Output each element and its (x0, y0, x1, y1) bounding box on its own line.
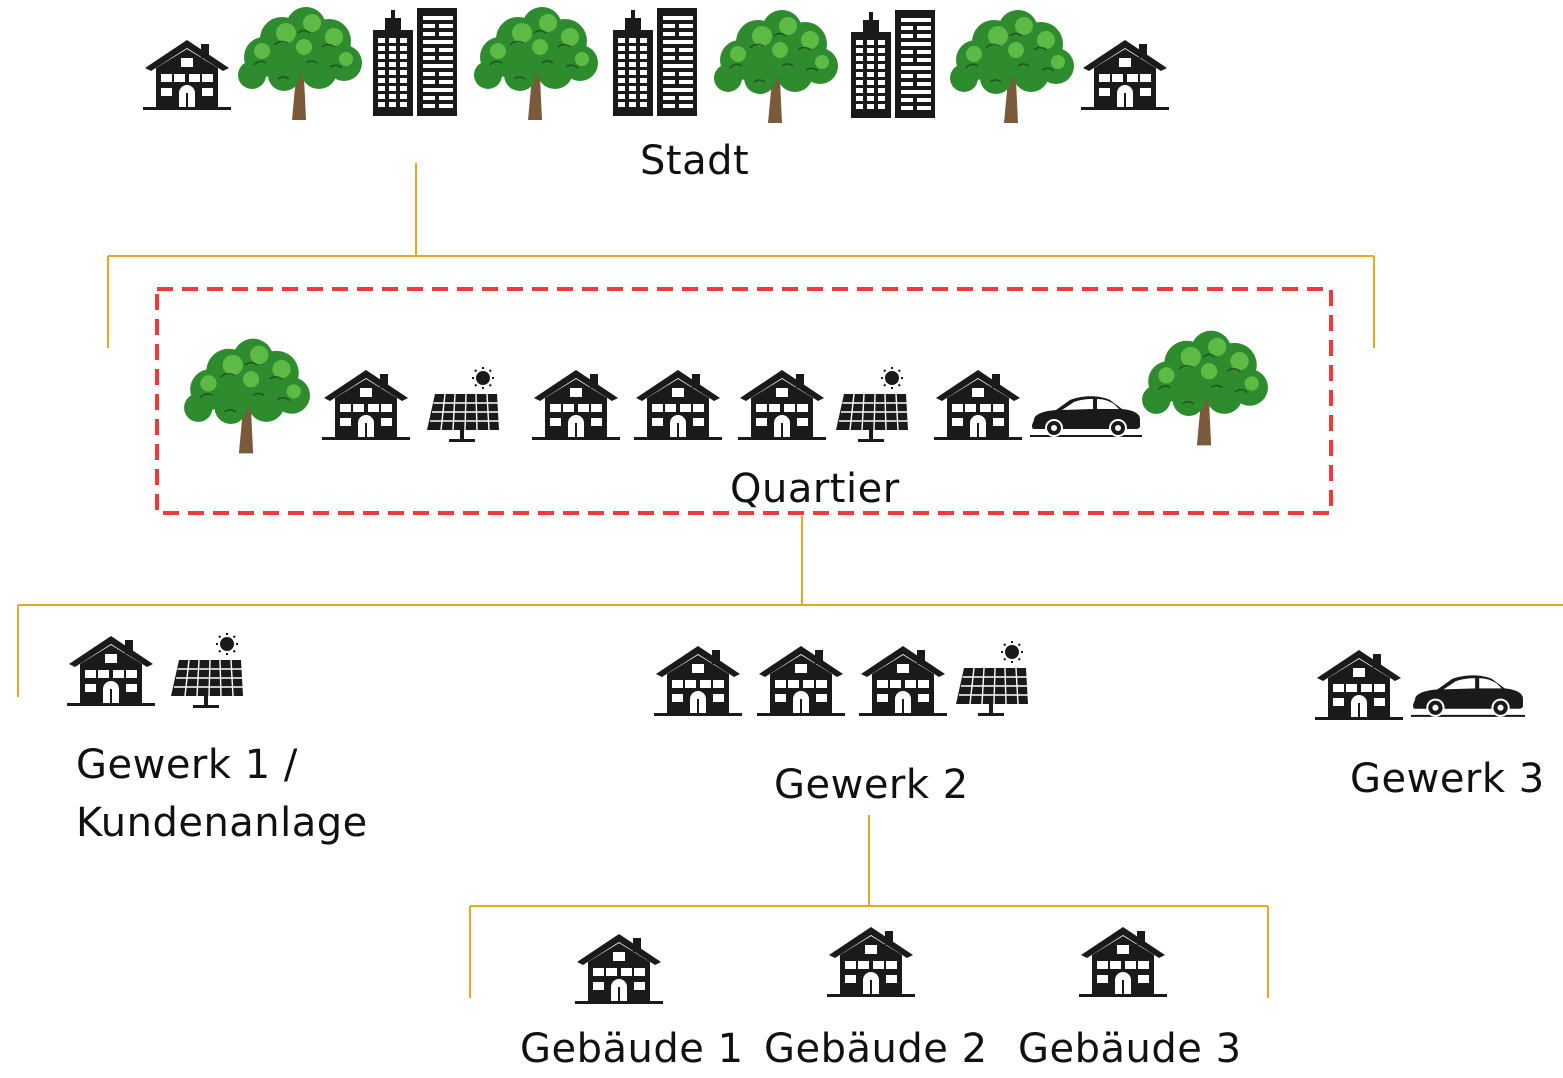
tree-icon (946, 8, 1076, 123)
building-1-label: Gebäude 1 (520, 1026, 744, 1072)
house-icon (654, 644, 742, 718)
solar-panel-icon (952, 640, 1032, 720)
trade-3-label: Gewerk 3 (1350, 756, 1545, 802)
house-icon (322, 368, 410, 442)
house-icon (532, 368, 620, 442)
house-icon (1315, 648, 1403, 722)
house-icon (1081, 38, 1169, 112)
building-2-label: Gebäude 2 (764, 1026, 988, 1072)
office-buildings-icon (611, 8, 699, 116)
solar-panel-icon (167, 632, 247, 712)
trade-1-label-line1: Gewerk 1 / (76, 742, 298, 788)
tree-icon (710, 8, 840, 123)
district-highlight-frame (155, 287, 1333, 515)
house-icon (934, 368, 1022, 442)
car-icon (1030, 392, 1142, 438)
building-3-label: Gebäude 3 (1018, 1026, 1242, 1072)
house-icon (757, 644, 845, 718)
solar-panel-icon (423, 366, 503, 446)
house-icon (859, 644, 947, 718)
solar-panel-icon (832, 366, 912, 446)
tree-icon (470, 5, 600, 120)
office-buildings-icon (849, 10, 937, 118)
house-icon (738, 368, 826, 442)
house-icon (1079, 925, 1167, 999)
house-icon (827, 925, 915, 999)
house-icon (143, 38, 231, 112)
district-label: Quartier (730, 466, 900, 512)
trade-1-label-line2: Kundenanlage (76, 800, 368, 846)
house-icon (634, 368, 722, 442)
city-label: Stadt (640, 138, 750, 184)
house-icon (67, 634, 155, 708)
car-icon (1411, 671, 1525, 718)
office-buildings-icon (371, 8, 459, 116)
tree-icon (1138, 328, 1270, 446)
tree-icon (234, 5, 364, 120)
tree-icon (180, 336, 312, 454)
trade-2-label: Gewerk 2 (774, 762, 969, 808)
house-icon (575, 932, 663, 1006)
